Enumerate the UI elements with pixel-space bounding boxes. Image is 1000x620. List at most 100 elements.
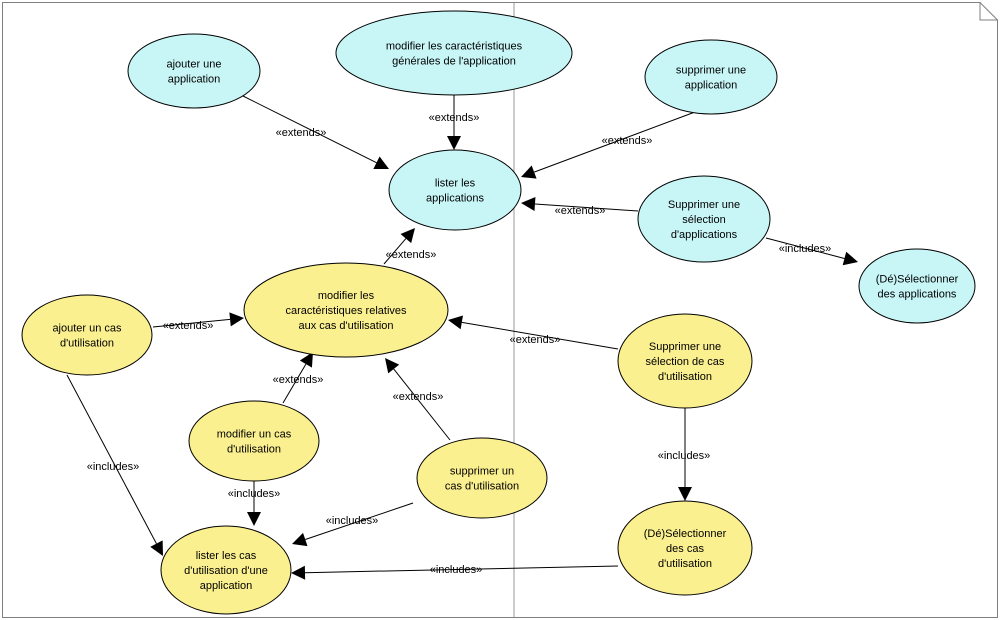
use-case-uc-modifier-cas-rel[interactable]: modifier les caractéristiques relatives au… (243, 262, 449, 358)
relation-arrowhead (291, 565, 306, 580)
use-case-label-line: d'utilisation (227, 444, 281, 456)
use-case-uc-ajouter-app[interactable]: ajouter une application (127, 33, 261, 109)
relation-arrowhead (447, 136, 461, 150)
relation-arrowhead (229, 312, 244, 327)
relation-arrowhead (400, 228, 415, 244)
use-case-label-line: application (685, 80, 738, 92)
use-cases-layer: ajouter une application modifier les carac… (21, 10, 976, 615)
relation-uc_modifier_cas-to-uc_lister_cas (247, 481, 261, 526)
relation-uc_supprimer_cas-to-uc_modifier_cas_rel (385, 358, 451, 441)
relation-line (383, 238, 407, 265)
use-case-label-line: lister les (435, 178, 476, 190)
relation-arrowhead (373, 156, 389, 169)
relation-uc_supprimer_cas-to-uc_lister_cas (292, 502, 414, 547)
use-case-label-line: cas d'utilisation (445, 481, 519, 493)
use-case-ellipse (644, 39, 778, 115)
relation-uc_ajouter_app-to-uc_lister_apps (242, 95, 389, 169)
relation-uc_deselect_cas-to-uc_lister_cas (291, 565, 619, 580)
use-case-ellipse (617, 500, 753, 596)
relation-line (282, 363, 307, 404)
relation-label: «extends» (163, 320, 214, 332)
use-case-label-line: des cas (666, 543, 704, 555)
relation-label: «extends» (393, 391, 444, 403)
use-case-ellipse (858, 248, 976, 324)
use-case-label-line: (Dé)Sélectionner (876, 274, 959, 286)
use-case-ellipse (160, 525, 292, 615)
use-case-label-line: sélection (682, 214, 725, 226)
relation-line (765, 237, 845, 259)
relations-layer (66, 95, 858, 580)
use-case-label-line: application (168, 74, 221, 86)
relation-arrowhead (299, 352, 313, 368)
use-case-label-line: Supprimer une (668, 199, 740, 211)
relation-uc_supprimer_app-to-uc_lister_apps (521, 111, 696, 179)
use-case-label-line: aux cas d'utilisation (298, 320, 393, 332)
relation-uc_modifier_cas_rel-to-uc_lister_apps (383, 228, 415, 265)
relation-label: «includes» (430, 564, 483, 576)
use-case-ellipse (243, 262, 449, 358)
use-case-uc-supprimer-sel-app[interactable]: Supprimer une sélection d'applications (637, 175, 771, 263)
use-case-ellipse (188, 400, 320, 482)
use-case-label-line: ajouter un cas (52, 323, 122, 335)
relation-label: «extends» (429, 112, 480, 124)
use-case-label-line: modifier les (318, 290, 375, 302)
use-case-label-line: sélection de cas (646, 356, 725, 368)
use-case-ellipse (617, 313, 753, 409)
relation-uc_supprimer_sel_app-to-uc_lister_apps (521, 196, 639, 212)
use-case-label-line: caractéristiques relatives (285, 305, 407, 317)
relation-uc_modifier_gen-to-uc_lister_apps (447, 95, 461, 150)
relation-uc_supprimer_sel_cas-to-uc_modifier_cas_rel (448, 315, 619, 350)
use-case-ellipse (335, 10, 573, 96)
use-case-label-line: d'utilisation (658, 558, 712, 570)
use-case-ellipse (388, 149, 522, 231)
use-case-uc-ajouter-cas[interactable]: ajouter un cas d'utilisation (21, 294, 153, 376)
relation-uc_ajouter_cas-to-uc_modifier_cas_rel (152, 312, 244, 328)
relation-label: «extends» (555, 205, 606, 217)
use-case-label-line: modifier un cas (217, 429, 292, 441)
relation-label: «extends» (386, 249, 437, 261)
use-case-label-line: des applications (878, 289, 957, 301)
relation-label: «includes» (779, 243, 832, 255)
relation-arrowhead (521, 165, 537, 179)
use-case-label-line: modifier les caractéristiques (386, 41, 523, 53)
use-case-ellipse (637, 175, 771, 263)
use-case-ellipse (21, 294, 153, 376)
relation-label: «extends» (602, 135, 653, 147)
use-case-label-line: d'applications (671, 229, 738, 241)
relation-uc_modifier_cas-to-uc_modifier_cas_rel (282, 352, 313, 404)
use-case-uc-deselect-cas[interactable]: (Dé)Sélectionner des cas d'utilisation (617, 500, 753, 596)
relation-arrowhead (292, 532, 308, 547)
relation-line (305, 502, 414, 540)
relation-arrowhead (385, 358, 400, 374)
use-case-label-line: d'utilisation (658, 371, 712, 383)
use-case-ellipse (416, 437, 548, 519)
relation-line (152, 318, 231, 328)
diagram-frame-fold (979, 2, 998, 21)
use-case-uc-supprimer-app[interactable]: supprimer une application (644, 39, 778, 115)
relation-label: «extends» (510, 334, 561, 346)
relation-label: «includes» (658, 450, 711, 462)
relation-line (304, 565, 619, 574)
relation-arrowhead (448, 315, 463, 330)
relation-line (66, 374, 157, 544)
relation-line (393, 368, 451, 441)
use-case-label-line: (Dé)Sélectionner (644, 528, 727, 540)
use-case-label-line: application (200, 580, 253, 592)
use-case-label-line: ajouter une (166, 59, 221, 71)
use-case-label-line: supprimer une (676, 65, 746, 77)
use-case-uc-deselect-apps[interactable]: (Dé)Sélectionner des applications (858, 248, 976, 324)
relation-label: «includes» (228, 488, 281, 500)
relation-line (534, 203, 639, 212)
use-case-label-line: d'utilisation (60, 338, 114, 350)
use-case-label-line: d'utilisation d'une (184, 565, 268, 577)
relation-arrowhead (842, 251, 858, 266)
use-case-uc-modifier-cas[interactable]: modifier un cas d'utilisation (188, 400, 320, 482)
